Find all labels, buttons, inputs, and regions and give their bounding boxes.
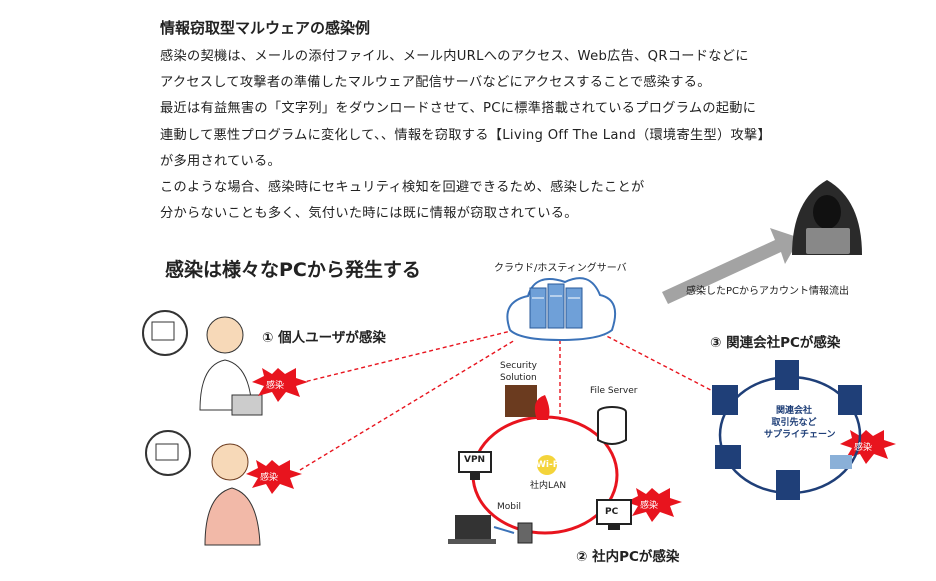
user2-icon	[145, 430, 261, 546]
infected-badge-1	[252, 368, 308, 402]
exfiltration-arrow	[662, 228, 800, 304]
attacker-icon	[792, 180, 862, 255]
infected-label-4: 感染	[854, 443, 873, 453]
firewall-icon	[505, 385, 550, 420]
connection-lines	[299, 329, 731, 471]
internal-lan-ring	[471, 415, 619, 535]
affiliate-label: 関連会社 取引先など サプライチェーン	[764, 405, 836, 441]
body-line: 最近は有益無害の「文字列」をダウンロードさせて、PCに標準搭載されているプログラ…	[160, 101, 757, 117]
vpn-icon	[458, 451, 492, 480]
infected-label-3: 感染	[640, 501, 659, 511]
vpn-label: VPN	[464, 455, 486, 465]
body-line: が多用されている。	[160, 153, 281, 169]
wifi-icon	[537, 455, 557, 475]
affiliate-buildings	[712, 360, 862, 500]
exfiltration-label: 感染したPCからアカウント情報流出	[686, 286, 850, 297]
body-line: 分からないことも多く、気付いた時には既に情報が窃取されている。	[160, 206, 578, 222]
pc-label: PC	[605, 507, 619, 517]
file-server-icon	[597, 406, 627, 445]
infected-badge-2	[246, 460, 302, 494]
body-line: アクセスして攻撃者の準備したマルウェア配信サーバなどにアクセスすることで感染する…	[160, 75, 711, 91]
body-line: 連動して悪性プログラムに変化して、、情報を窃取する【Living Off The…	[160, 127, 771, 143]
file-server-label: File Server	[590, 386, 638, 396]
infected-label-2: 感染	[260, 473, 279, 483]
office-pc-icon	[596, 499, 632, 530]
affiliate-line: 取引先など	[771, 418, 817, 428]
affiliate-line: サプライチェーン	[764, 430, 836, 440]
wifi-label: Wi-Fi	[536, 460, 562, 470]
cloud-label: クラウド/ホスティングサーバ	[494, 263, 627, 274]
affiliate-line: 関連会社	[775, 406, 812, 416]
case-2-label: ② 社内PCが感染	[576, 549, 680, 565]
body-line: 感染の契機は、メールの添付ファイル、メール内URLへのアクセス、Web広告、QR…	[160, 49, 749, 64]
infected-label-1: 感染	[266, 381, 285, 391]
lan-label: 社内LAN	[530, 481, 567, 491]
user1-icon	[142, 310, 263, 416]
infected-badge-4	[840, 430, 896, 464]
case-1-label: ① 個人ユーザが感染	[262, 330, 386, 346]
security-solution-label: Security Solution	[500, 361, 537, 383]
case-3-label: ③ 関連会社PCが感染	[710, 335, 841, 351]
mobile-label: Mobil	[497, 502, 521, 512]
article-title: 情報窃取型マルウェアの感染例	[160, 19, 371, 37]
body-line: このような場合、感染時にセキュリティ検知を回避できるため、感染したことが	[160, 180, 645, 196]
diagram-title: 感染は様々なPCから発生する	[165, 259, 421, 281]
infected-badge-3	[626, 488, 682, 522]
article-body: 感染の契機は、メールの添付ファイル、メール内URLへのアクセス、Web広告、QR…	[160, 44, 771, 227]
cloud-server-icon	[506, 277, 616, 342]
mobile-laptop-icon	[448, 515, 533, 544]
